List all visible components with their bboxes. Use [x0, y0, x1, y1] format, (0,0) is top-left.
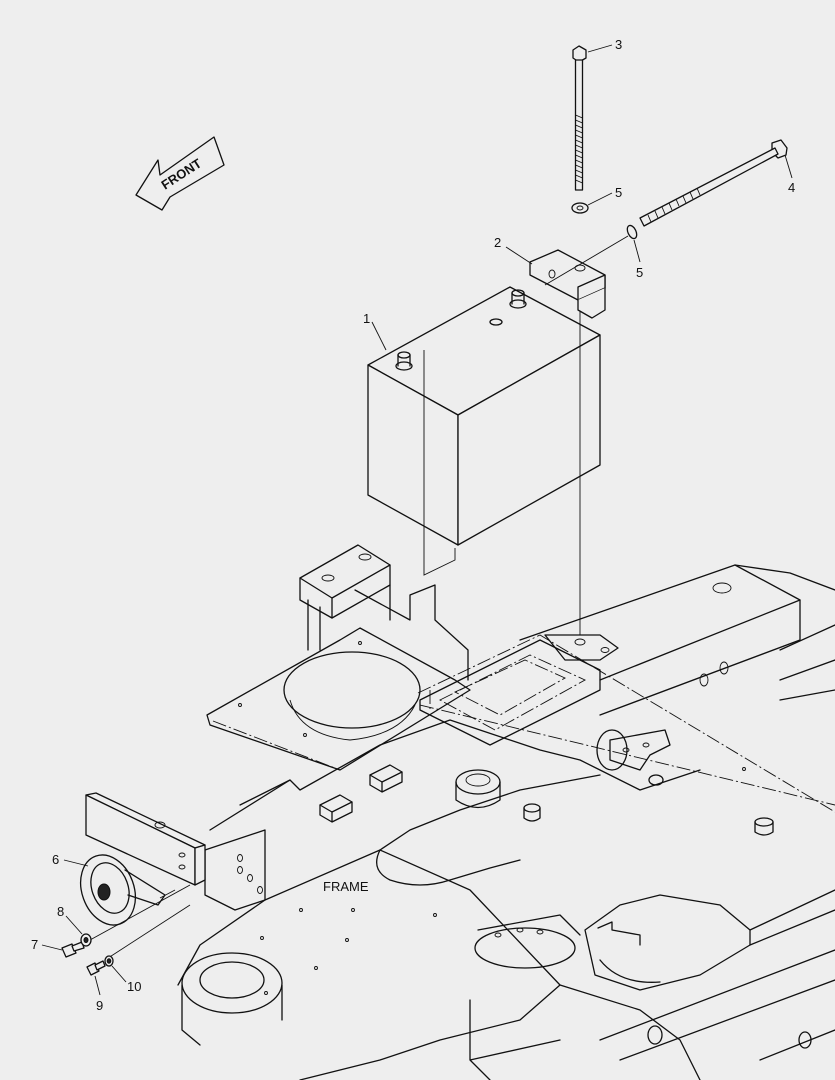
- machine-frame: FRAME: [177, 544, 835, 1080]
- bolt-part-3: [572, 45, 587, 191]
- callout-8: 8: [57, 904, 64, 919]
- horn-bracket-assembly: [85, 792, 206, 886]
- bolt-part-9: [86, 960, 106, 976]
- callout-4: 4: [788, 180, 795, 195]
- callout-3: 3: [615, 37, 622, 52]
- bolt-part-4: [639, 139, 788, 227]
- callout-1: 1: [363, 311, 370, 326]
- callout-9: 9: [96, 998, 103, 1013]
- callouts: 1 2 3 4 5 5 6 7 8 9 10: [31, 37, 795, 1013]
- callout-5-side: 5: [636, 265, 643, 280]
- washer-part-5-top: [571, 202, 589, 214]
- washer-part-10: [104, 955, 114, 967]
- assembly-line-bolt4: [544, 235, 629, 286]
- assembly-line-battery: [423, 350, 456, 576]
- callout-2: 2: [494, 235, 501, 250]
- battery-bracket-part-2: [529, 249, 606, 319]
- frame-label: FRAME: [323, 879, 369, 894]
- washer-part-8: [80, 933, 92, 947]
- callout-7: 7: [31, 937, 38, 952]
- assembly-line-horn2: [104, 904, 191, 961]
- callout-10: 10: [127, 979, 141, 994]
- washer-part-5-side: [626, 224, 638, 240]
- callout-5-top: 5: [615, 185, 622, 200]
- assembly-line-horn: [89, 884, 191, 941]
- front-direction-arrow: FRONT: [135, 136, 225, 211]
- bolt-part-7: [61, 941, 85, 958]
- callout-6: 6: [52, 852, 59, 867]
- battery-part-1: [367, 286, 601, 546]
